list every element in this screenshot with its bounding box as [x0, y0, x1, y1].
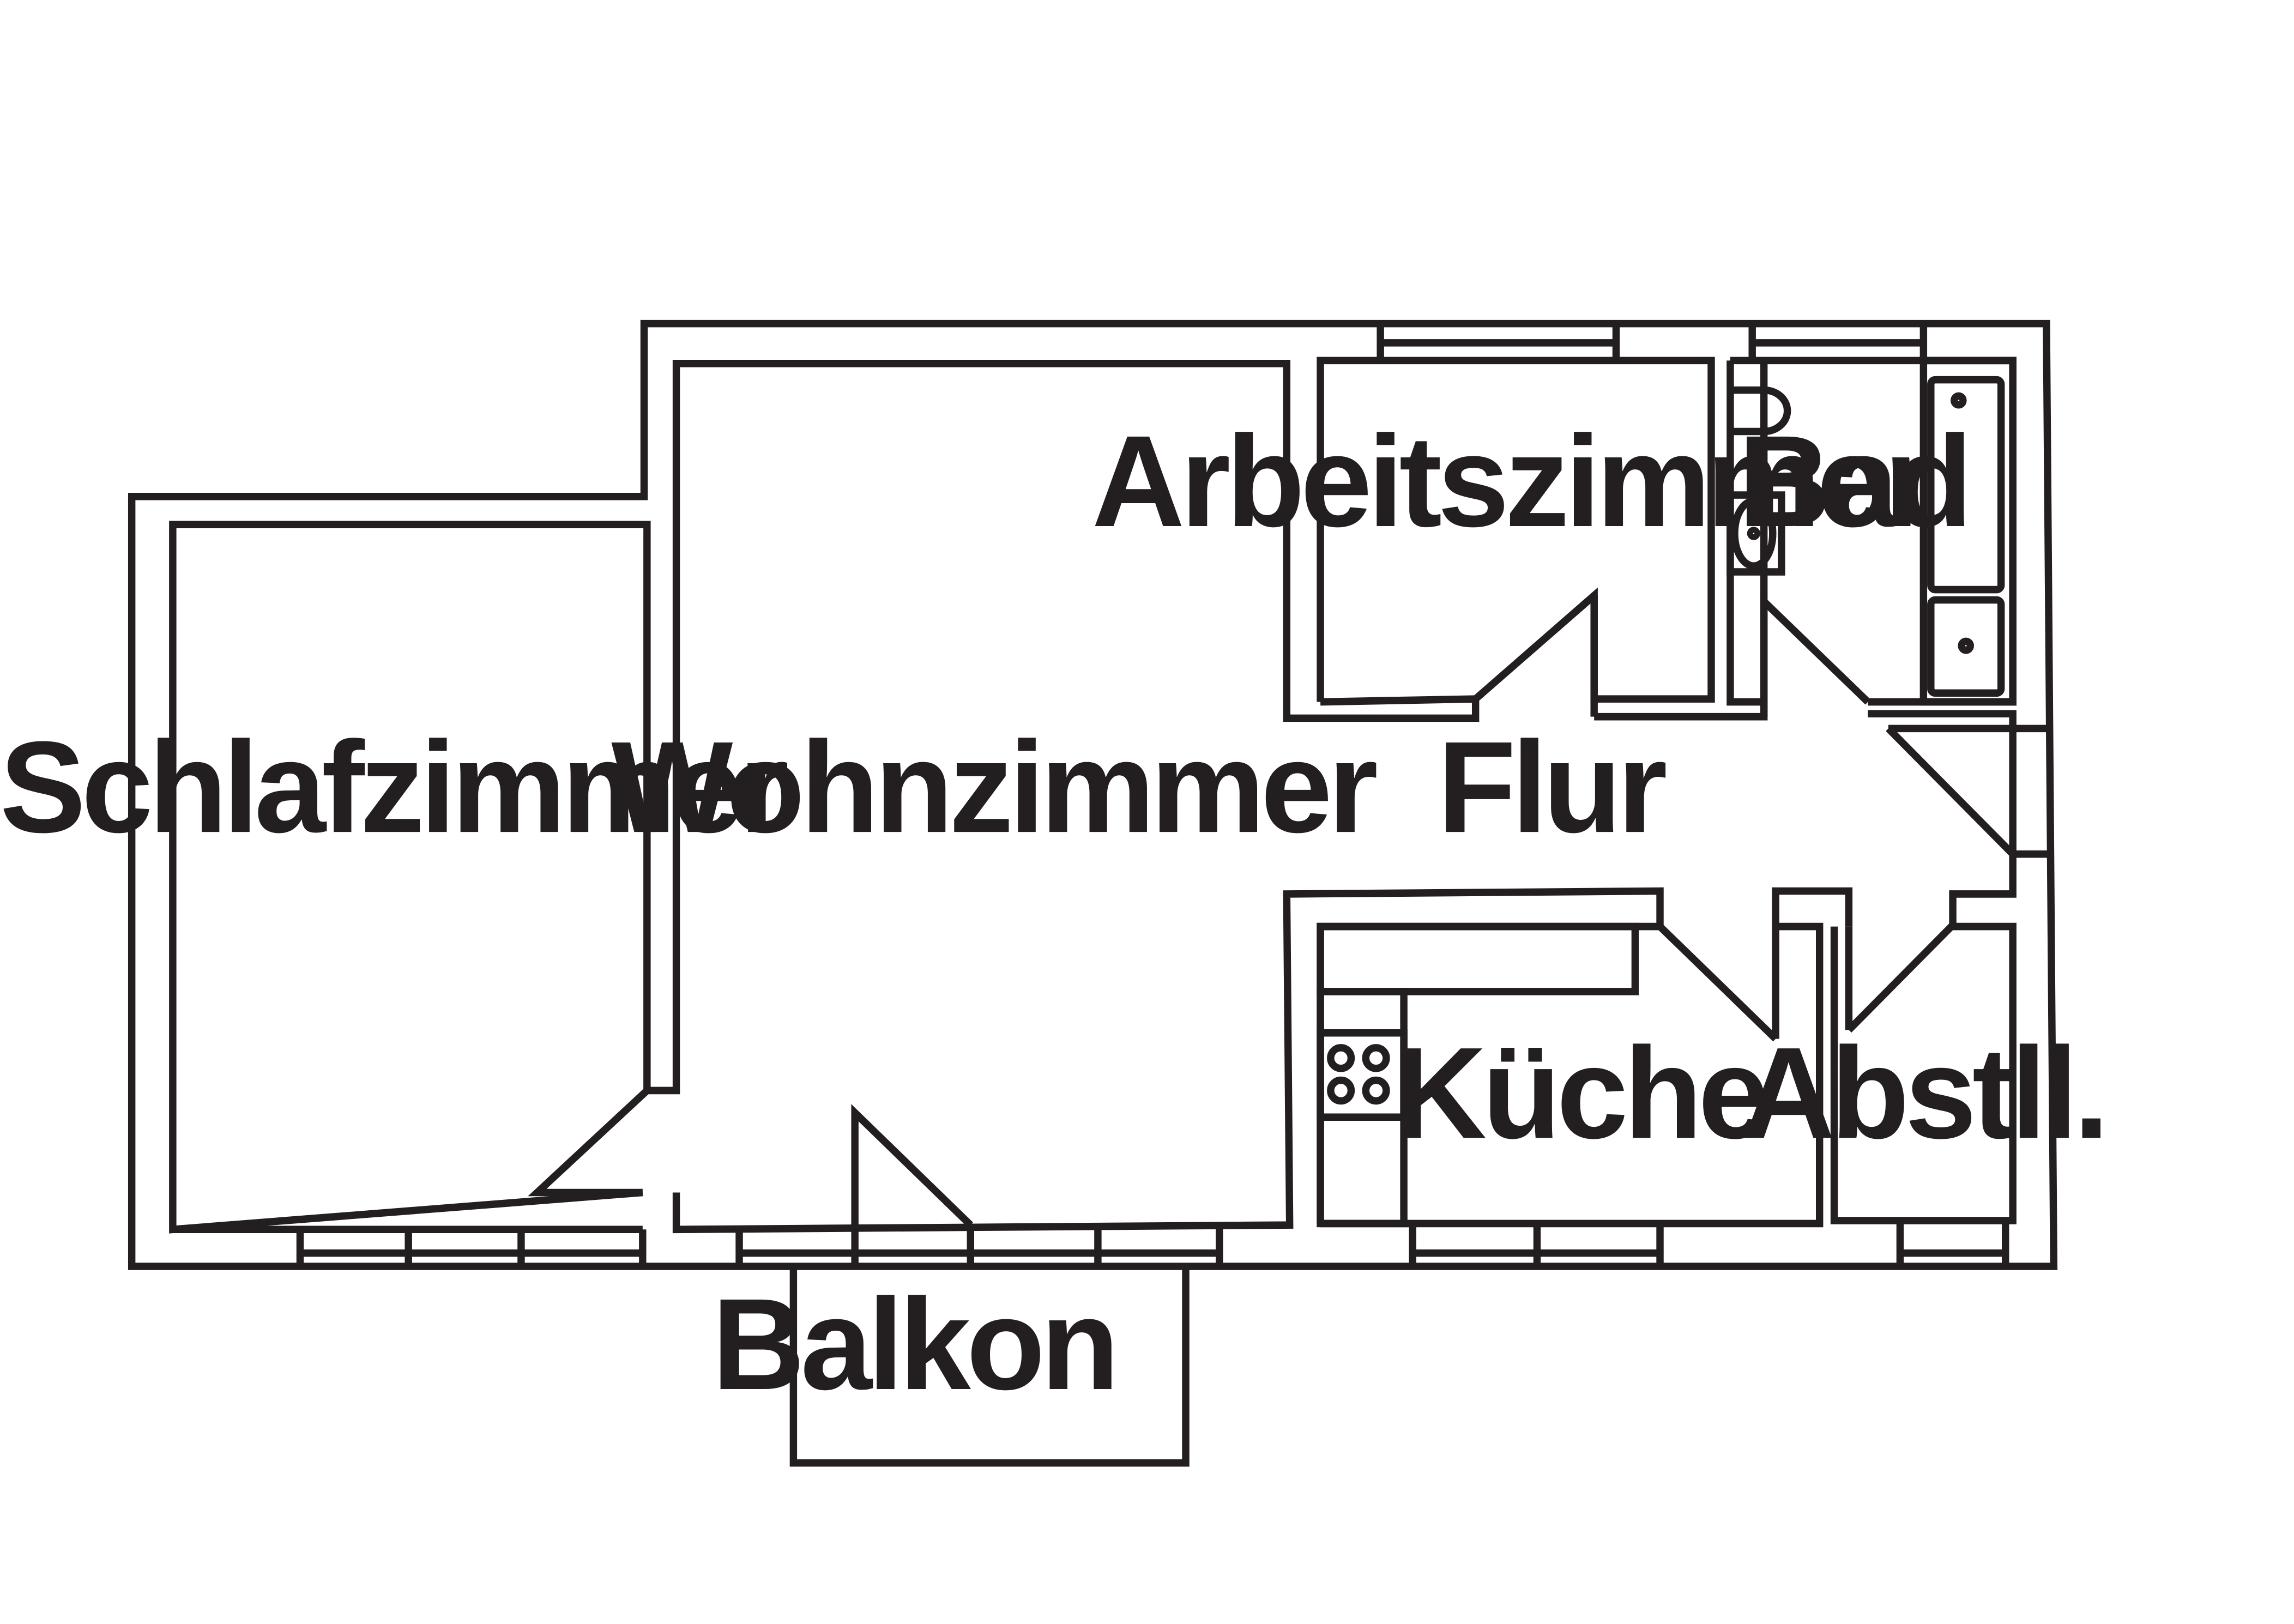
door-abstellraum-icon: [1846, 922, 1955, 1033]
abstellraum-wall: [1830, 922, 2017, 1224]
door-balkon-icon: [851, 1104, 973, 1228]
stove-burner-icon: [1327, 1044, 1355, 1072]
room-label-kueche: Küche: [1393, 1021, 1765, 1166]
floor-plan-drawing: Schlafzimmer Wohnzimmer Arbeitszimmer Ba…: [0, 319, 2109, 1467]
room-label-wohnzimmer: Wohnzimmer: [611, 715, 1376, 860]
window-schlafzimmer-icon: [296, 1229, 647, 1267]
window-kueche-icon: [1409, 1223, 1664, 1267]
room-label-schlafzimmer: Schlafzimmer: [0, 715, 787, 860]
sink-basin-icon: [1731, 497, 1777, 570]
room-label-arbeitszimmer: Arbeitszimmer: [1092, 409, 1932, 554]
sink-icon: [1726, 491, 1785, 576]
bathtub-drain-icon: [1951, 392, 1967, 409]
partition-wall-left: [647, 360, 1480, 1095]
bathtub-icon: [1919, 357, 2017, 706]
window-top-bad-icon: [1748, 323, 1928, 361]
door-schlafzimmer-icon: [528, 1088, 650, 1197]
bathtub-basin-icon: [1927, 596, 2005, 697]
door-kueche-icon: [1657, 923, 1778, 1042]
partition-wall-left-bottom: [672, 887, 1664, 1234]
outer-wall-outline: [128, 319, 2058, 1270]
sink-drain-icon: [1747, 527, 1760, 540]
room-label-bad: Bad: [1738, 409, 1968, 554]
bathtub-drain-icon: [1958, 637, 1975, 654]
window-wohnzimmer-icon: [735, 1225, 1223, 1267]
door-bad-icon: [1760, 599, 1870, 717]
stove-burner-icon: [1327, 1076, 1355, 1105]
kitchen-counter-side: [1317, 988, 1408, 1228]
window-top-arbeitszimmer-icon: [1377, 323, 1620, 361]
stove-burner-icon: [1362, 1044, 1390, 1072]
window-abstellraum-icon: [1896, 1220, 2009, 1267]
room-label-abstellraum: Abstll.: [1742, 1021, 2105, 1166]
bathtub-basin-icon: [1927, 376, 2005, 594]
arbeitszimmer-wall-base: [1320, 695, 1476, 706]
stove-icon: [1317, 1029, 1408, 1121]
schlafzimmer-wall: [169, 521, 651, 1234]
stove-burner-icon: [1362, 1076, 1390, 1105]
toilet-icon: [1730, 386, 1791, 436]
bad-wall-flur: [1868, 710, 2017, 925]
room-label-flur: Flur: [1438, 715, 1666, 860]
kitchen-counter-top: [1317, 922, 1639, 995]
room-label-balkon: Balkon: [712, 1272, 1115, 1417]
kueche-door-jamb: [1772, 887, 1853, 1039]
door-arbeitszimmer-icon: [1473, 587, 1598, 717]
flur-wall-right: [1888, 725, 2050, 858]
balkon-outline: [789, 1266, 1190, 1467]
door-entrance-icon: [1886, 726, 2015, 857]
